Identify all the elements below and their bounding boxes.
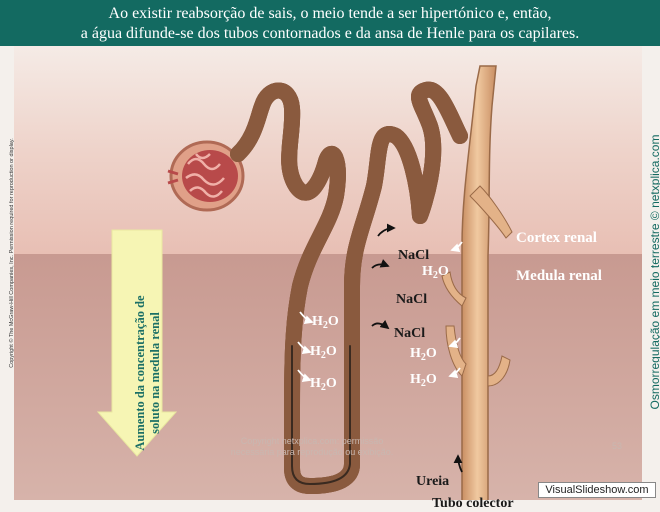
left-copyright: Copyright © The McGraw-Hill Companies, I… bbox=[9, 93, 15, 413]
watermark-line-1: Copyright netxplica.com: permissão bbox=[222, 436, 402, 447]
slide-header: Ao existir reabsorção de sais, o meio te… bbox=[0, 0, 660, 46]
h2o-label-3: H2O bbox=[310, 376, 337, 393]
diagram-stage: Cortex renal Medula renal H2O H2O H2O Na… bbox=[0, 46, 660, 500]
h2o-label-1: H2O bbox=[312, 314, 339, 331]
h2o-label-5: H2O bbox=[410, 346, 437, 363]
gradient-arrow-label-line-2: soluto na medula renal bbox=[148, 283, 163, 463]
medula-label: Medula renal bbox=[516, 268, 602, 285]
h2o-label-4: H2O bbox=[422, 264, 449, 281]
header-line-2: a água difunde-se dos tubos contornados … bbox=[0, 24, 660, 44]
right-vertical-credit: Osmorregulação em meio terrestre © netxp… bbox=[648, 122, 660, 422]
h2o-label-6: H2O bbox=[410, 372, 437, 389]
ureia-label: Ureia bbox=[416, 474, 449, 490]
header-line-1: Ao existir reabsorção de sais, o meio te… bbox=[0, 4, 660, 24]
tubo-colector-label: Tubo colector bbox=[432, 496, 514, 512]
nacl-label-3: NaCl bbox=[394, 326, 425, 342]
visualslideshow-logo[interactable]: VisualSlideshow.com bbox=[538, 482, 656, 498]
gradient-arrow-label-line-1: Aumento da concentração de bbox=[133, 283, 148, 463]
h2o-label-2: H2O bbox=[310, 344, 337, 361]
slide-number: 53 bbox=[612, 441, 622, 451]
nacl-label-1: NaCl bbox=[398, 248, 429, 264]
nacl-label-2: NaCl bbox=[396, 292, 427, 308]
watermark: Copyright netxplica.com: permissão neces… bbox=[222, 436, 402, 458]
gradient-arrow-label: Aumento da concentração de soluto na med… bbox=[133, 283, 163, 463]
watermark-line-2: necessária para reprodução ou exibição. bbox=[222, 447, 402, 458]
cortex-label: Cortex renal bbox=[516, 230, 597, 247]
